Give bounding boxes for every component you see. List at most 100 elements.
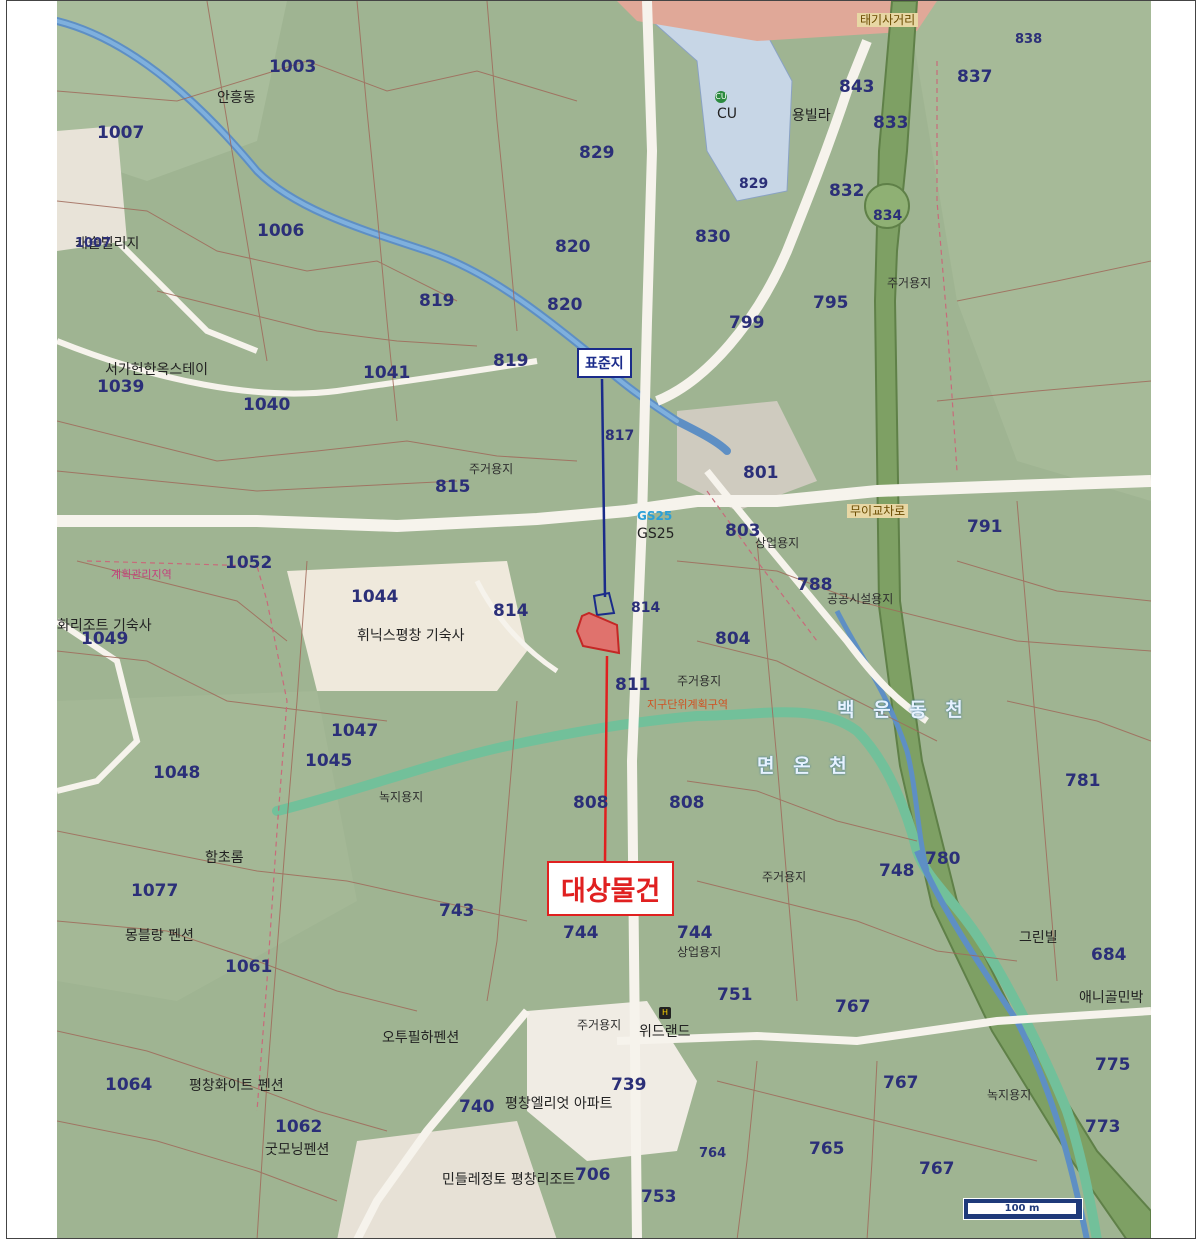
lot-number: 815 — [435, 477, 471, 497]
lot-number: 791 — [967, 517, 1003, 537]
zone-label: 공공시설용지 — [827, 592, 894, 606]
zone-label: 상업용지 — [755, 536, 800, 550]
map-scale-bar: 100 m — [963, 1198, 1083, 1220]
place-label: 애니골민박 — [1079, 990, 1144, 1006]
poi-label-gs25: GS25 — [637, 526, 675, 542]
place-label: 민들레정토 평창리조트 — [442, 1172, 576, 1188]
lot-number: 808 — [573, 793, 609, 813]
road-label-taegi-intersection: 태기사거리 — [857, 13, 919, 27]
lot-number: 795 — [813, 293, 849, 313]
lot-number: 1064 — [105, 1075, 153, 1095]
target-property-callout: 대상물건 — [547, 861, 675, 916]
lot-number: 1044 — [351, 587, 399, 607]
map-base-layer — [57, 1, 1151, 1238]
map-frame: 표준지 대상물건 백 운 동 천 면 온 천 무이교차로 태기사거리 CU CU… — [6, 0, 1196, 1239]
river-label-baekundongcheon: 백 운 동 천 — [837, 699, 969, 721]
lot-number: 751 — [717, 985, 753, 1005]
lot-number: 1062 — [275, 1117, 323, 1137]
zone-label: 상업용지 — [677, 945, 722, 959]
lot-number: 834 — [873, 208, 903, 224]
lot-number: 1007 — [97, 123, 145, 143]
scale-label: 100 m — [968, 1203, 1076, 1214]
lot-number: 830 — [695, 227, 731, 247]
lot-number: 781 — [1065, 771, 1101, 791]
lot-number: 803 — [725, 521, 761, 541]
place-label: 안흥동 — [217, 90, 256, 106]
standard-land-callout: 표준지 — [577, 348, 632, 378]
lot-number: 767 — [835, 997, 871, 1017]
lot-number: 804 — [715, 629, 751, 649]
lot-number: 838 — [1015, 32, 1043, 47]
lot-number: 832 — [829, 181, 865, 201]
lot-number: 739 — [611, 1075, 647, 1095]
place-label: 서가헌한옥스테이 — [105, 362, 209, 378]
place-label: 오투필하펜션 — [382, 1030, 460, 1046]
poi-label-cu: CU — [717, 106, 738, 122]
lot-number: 780 — [925, 849, 961, 869]
place-label: 캐슬빌리지 — [75, 236, 140, 252]
place-label: 평창엘리엇 아파트 — [505, 1096, 613, 1112]
lot-number: 1049 — [81, 629, 129, 649]
lot-number: 814 — [631, 600, 661, 616]
place-label: 화리조트 기숙사 — [57, 618, 152, 634]
lot-number: 764 — [699, 1146, 727, 1161]
lot-number: 788 — [797, 575, 833, 595]
lot-number: 819 — [419, 291, 455, 311]
lot-number: 767 — [919, 1159, 955, 1179]
lot-number: 1039 — [97, 377, 145, 397]
lot-number: 843 — [839, 77, 875, 97]
zone-label: 녹지용지 — [379, 790, 424, 804]
lot-number: 1052 — [225, 553, 273, 573]
place-label: 용빌라 — [792, 108, 831, 124]
lot-number: 744 — [677, 923, 713, 943]
zone-label-district-plan: 지구단위계획구역 — [647, 698, 728, 711]
lot-number: 767 — [883, 1073, 919, 1093]
lot-number: 1061 — [225, 957, 273, 977]
road-label-mui-junction: 무이교차로 — [847, 504, 909, 518]
lot-number: 743 — [439, 901, 475, 921]
lot-number: 1040 — [243, 395, 291, 415]
zone-label-management: 계획관리지역 — [111, 568, 172, 581]
lot-number: 820 — [555, 237, 591, 257]
place-label: 함초롬 — [205, 850, 244, 866]
lot-number: 740 — [459, 1097, 495, 1117]
lot-number: 799 — [729, 313, 765, 333]
lot-number: 829 — [739, 176, 769, 192]
lot-number: 765 — [809, 1139, 845, 1159]
lot-number: 814 — [493, 601, 529, 621]
place-label: 휘닉스평창 기숙사 — [357, 628, 465, 644]
lot-number: 817 — [605, 428, 635, 444]
lot-number: 829 — [579, 143, 615, 163]
place-label: 평창화이트 펜션 — [189, 1078, 284, 1094]
place-label: 굿모닝펜션 — [265, 1142, 330, 1158]
lot-number: 1041 — [363, 363, 411, 383]
zone-label: 주거용지 — [762, 870, 807, 884]
lot-number: 820 — [547, 295, 583, 315]
lot-number: 1045 — [305, 751, 353, 771]
gas-station-icon[interactable]: GS25 — [637, 509, 673, 523]
lot-number: 753 — [641, 1187, 677, 1207]
lot-number: 684 — [1091, 945, 1127, 965]
lot-number: 819 — [493, 351, 529, 371]
lot-number: 775 — [1095, 1055, 1131, 1075]
river-label-myeononcheon: 면 온 천 — [757, 755, 853, 777]
zone-label: 주거용지 — [887, 276, 932, 290]
poi-label-withland: 위드랜드 — [639, 1024, 691, 1040]
place-label: 몽블랑 펜션 — [125, 928, 194, 944]
lot-number: 1006 — [257, 221, 305, 241]
lot-number: 1048 — [153, 763, 201, 783]
lot-number: 1003 — [269, 57, 317, 77]
lot-number: 773 — [1085, 1117, 1121, 1137]
place-label: 그린빌 — [1019, 930, 1058, 946]
lot-number: 748 — [879, 861, 915, 881]
lot-number: 1047 — [331, 721, 379, 741]
store-icon[interactable]: CU — [715, 91, 727, 103]
lot-number: 837 — [957, 67, 993, 87]
zone-label: 주거용지 — [577, 1018, 622, 1032]
lot-number: 833 — [873, 113, 909, 133]
lot-number: 744 — [563, 923, 599, 943]
lot-number: 808 — [669, 793, 705, 813]
lot-number: 1007 — [75, 236, 112, 251]
cadastral-map[interactable]: 표준지 대상물건 백 운 동 천 면 온 천 무이교차로 태기사거리 CU CU… — [57, 1, 1151, 1238]
hotel-icon[interactable]: H — [659, 1007, 671, 1019]
